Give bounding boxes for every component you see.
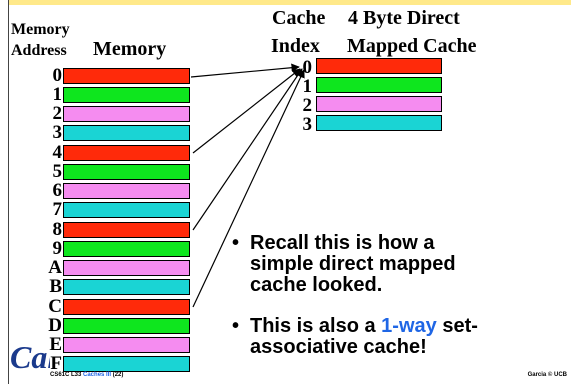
memory-block-green (63, 241, 190, 257)
cache-title-line2: Mapped Cache (347, 35, 477, 57)
memory-address-label: F (50, 353, 62, 374)
cache-index-label: 0 (302, 57, 313, 78)
memory-address-label: 4 (52, 142, 63, 163)
cal-logo-text: Cal (10, 339, 50, 375)
memory-block-cyan (63, 279, 190, 295)
arrow-block-c (192, 69, 305, 308)
memory-block-pink (63, 183, 190, 199)
cache-index-heading-line2: Index (271, 35, 320, 57)
footer-slide-number: (22) (111, 372, 124, 378)
cache-block-red (316, 58, 442, 74)
bullet-text: This is also a (250, 315, 382, 337)
bullet-line: cache looked. (250, 274, 383, 296)
cache-title-line1: 4 Byte Direct (348, 7, 460, 29)
memory-block-red (63, 145, 190, 161)
memory-block-red (63, 222, 190, 238)
cal-logo: Cal (10, 339, 50, 375)
bullet-dot: • (232, 315, 240, 337)
memory-address-label: 1 (52, 84, 63, 105)
bullet-line: associative cache! (250, 336, 427, 358)
cache-index-label: 1 (302, 76, 313, 97)
memory-address-label: 8 (52, 219, 63, 240)
memory-block-green (63, 318, 190, 334)
memory-address-label: 9 (52, 238, 63, 259)
cache-index-heading-line1: Cache (272, 7, 326, 29)
cache-index-label: 3 (302, 114, 313, 135)
bullet-text: set- (436, 315, 478, 337)
memory-address-label: D (48, 315, 62, 336)
bullet-dot: • (232, 232, 240, 254)
memory-address-label: C (48, 296, 62, 317)
footer-credit: Garcia © UCB (527, 372, 567, 378)
left-rule (0, 0, 9, 384)
memory-block-pink (63, 106, 190, 122)
top-rule (0, 0, 571, 5)
arrow-block-4 (192, 68, 301, 154)
footer-course-topic: Caches III (83, 372, 112, 378)
memory-block-green (63, 87, 190, 103)
cache-index-label: 2 (302, 95, 313, 116)
memory-block-pink (63, 260, 190, 276)
bullet-one-way: • This is also a 1-way set- associative … (232, 316, 562, 358)
bullet-line: Recall this is how a (250, 232, 435, 254)
memory-block-cyan (63, 125, 190, 141)
bullet-line: This is also a 1-way set- (250, 316, 562, 337)
cache-block-pink (316, 96, 442, 112)
memory-block-green (63, 164, 190, 180)
arrow-block-8 (192, 68, 303, 231)
memory-address-heading-line1: Memory (11, 21, 70, 38)
footer-course-code: CS61C L33 (50, 372, 84, 378)
memory-address-label: 3 (52, 122, 63, 143)
arrow-block-0 (190, 63, 300, 78)
memory-block-red (63, 299, 190, 315)
memory-address-label: B (49, 276, 62, 297)
memory-address-label: A (48, 257, 62, 278)
memory-block-pink (63, 337, 190, 353)
memory-heading: Memory (93, 38, 167, 60)
memory-address-label: 0 (52, 65, 63, 86)
bullet-line: simple direct mapped (250, 253, 456, 275)
one-way-highlight: 1-way (381, 315, 437, 337)
memory-address-label: 7 (52, 199, 63, 220)
footer-course: CS61C L33 Caches III (22) (50, 372, 123, 378)
cache-block-green (316, 77, 442, 93)
memory-address-label: 6 (52, 180, 63, 201)
memory-block-cyan (63, 202, 190, 218)
memory-address-heading-line2: Address (11, 42, 67, 59)
bullet-direct-mapped: • Recall this is how a simple direct map… (232, 233, 562, 296)
memory-block-red (63, 68, 190, 84)
memory-address-label: E (49, 334, 62, 355)
cache-block-cyan (316, 115, 442, 131)
memory-block-cyan (63, 356, 190, 372)
memory-address-label: 5 (52, 161, 63, 182)
memory-address-label: 2 (52, 103, 63, 124)
